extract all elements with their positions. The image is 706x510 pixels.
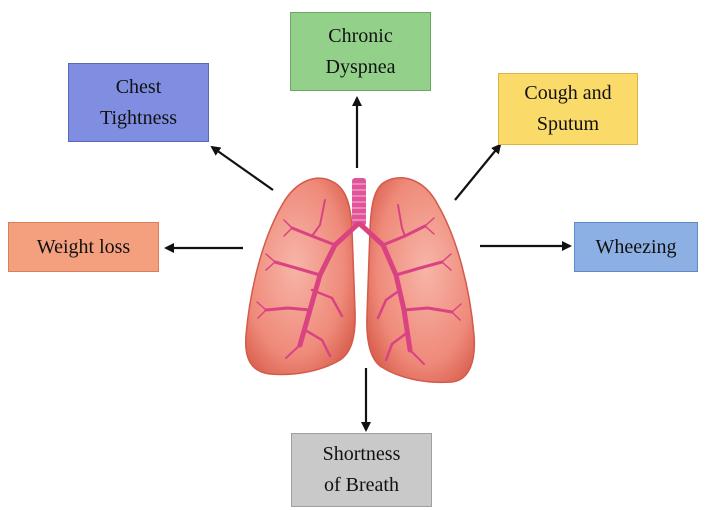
wheezing-label: Wheezing bbox=[595, 232, 676, 263]
weight-loss-label: Weight loss bbox=[37, 232, 130, 263]
weight-loss-box: Weight loss bbox=[8, 222, 159, 272]
cough-sputum-box: Cough and Sputum bbox=[498, 73, 638, 145]
arrows bbox=[166, 98, 570, 430]
chest-tightness-label: Chest Tightness bbox=[100, 72, 177, 134]
chronic-dyspnea-box: Chronic Dyspnea bbox=[290, 12, 431, 91]
cough-sputum-label: Cough and Sputum bbox=[524, 78, 611, 140]
arrow-to-cough-sputum bbox=[455, 145, 500, 200]
right-lung bbox=[367, 178, 475, 383]
wheezing-box: Wheezing bbox=[574, 222, 698, 272]
chronic-dyspnea-label: Chronic Dyspnea bbox=[326, 21, 396, 83]
lungs-icon bbox=[246, 178, 475, 383]
chest-tightness-box: Chest Tightness bbox=[68, 63, 209, 142]
shortness-of-breath-label: Shortness of Breath bbox=[323, 439, 401, 501]
arrow-to-chest-tightness bbox=[212, 147, 273, 190]
shortness-of-breath-box: Shortness of Breath bbox=[291, 433, 432, 507]
